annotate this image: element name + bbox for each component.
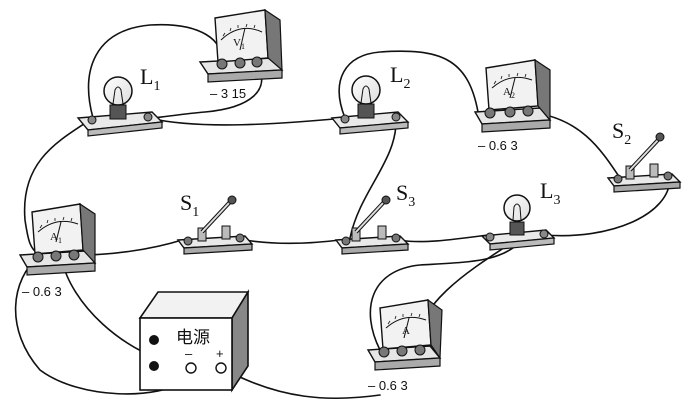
ammeter-a	[366, 298, 443, 371]
wire-l1-a1	[23, 117, 94, 256]
wire-s3-s1	[244, 239, 341, 245]
wire-l3-s3	[399, 234, 489, 243]
power-supply	[138, 289, 250, 393]
voltmeter-v1	[198, 8, 284, 83]
ammeter-a2-scale: – 0.6 3	[478, 138, 518, 153]
power-supply-label: 电源	[176, 328, 210, 348]
ammeter-a1-scale: – 0.6 3	[22, 284, 62, 299]
wire-a1-loop	[14, 254, 186, 395]
switch-s3-label: S3	[396, 180, 415, 210]
wire-l2-s3	[349, 117, 397, 239]
switch-s3	[334, 195, 410, 255]
bulb-l1-label: L1	[140, 64, 160, 94]
bulb-l3	[480, 194, 556, 251]
ammeter-a-scale: – 0.6 3	[368, 378, 408, 393]
power-supply-plus: +	[216, 346, 224, 361]
bulb-l3-label: L3	[540, 178, 560, 208]
ammeter-a1	[18, 202, 97, 276]
ammeter-a2	[473, 58, 552, 133]
wire-voltmeter-pos-l1	[148, 63, 263, 119]
voltmeter-scale: – 3 15	[210, 86, 246, 101]
switch-s1-label: S1	[180, 190, 199, 220]
ammeter-a1-dial-label: A1	[50, 231, 62, 245]
power-supply-minus: –	[185, 346, 193, 361]
bulb-l2	[330, 75, 410, 135]
wire-l1-voltmeter-neg	[87, 23, 223, 119]
bulb-l1	[76, 76, 164, 137]
wire-a-loop	[369, 241, 521, 351]
switch-s2-label: S2	[612, 118, 631, 148]
wire-l1-l2	[148, 117, 346, 126]
switch-s2	[606, 132, 682, 193]
ammeter-a2-dial-label: A2	[503, 86, 515, 100]
ammeter-a-dial-label: A	[402, 325, 410, 337]
bulb-l2-label: L2	[390, 62, 410, 92]
wire-supply-pos-a	[221, 367, 381, 400]
switch-s1	[176, 195, 254, 255]
wire-s2-l3	[544, 177, 671, 237]
voltmeter-dial-label: V1	[233, 37, 245, 51]
wire-l2-a2	[338, 50, 479, 119]
